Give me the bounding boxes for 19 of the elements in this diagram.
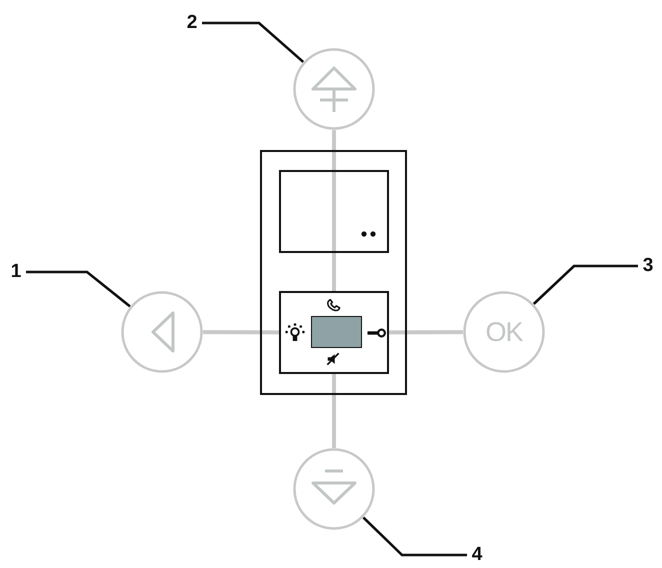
leader-line	[362, 516, 467, 556]
connector-line	[203, 330, 279, 334]
connector-line	[389, 330, 463, 334]
control-panel	[279, 291, 389, 374]
up-button	[293, 48, 375, 130]
leader-line	[202, 22, 304, 63]
left-button	[121, 291, 203, 373]
connector-line	[332, 374, 336, 448]
down-button	[293, 448, 375, 530]
callout-number: 4	[467, 543, 487, 567]
callout-number: 1	[6, 260, 26, 284]
callout-number: 2	[182, 11, 202, 35]
center-key	[311, 316, 362, 348]
device-frame	[260, 150, 407, 395]
callout-number: 3	[638, 254, 658, 278]
ok-button: OK	[463, 291, 545, 373]
leader-line	[532, 264, 638, 305]
leader-line	[26, 270, 131, 308]
connector-line	[332, 130, 336, 291]
